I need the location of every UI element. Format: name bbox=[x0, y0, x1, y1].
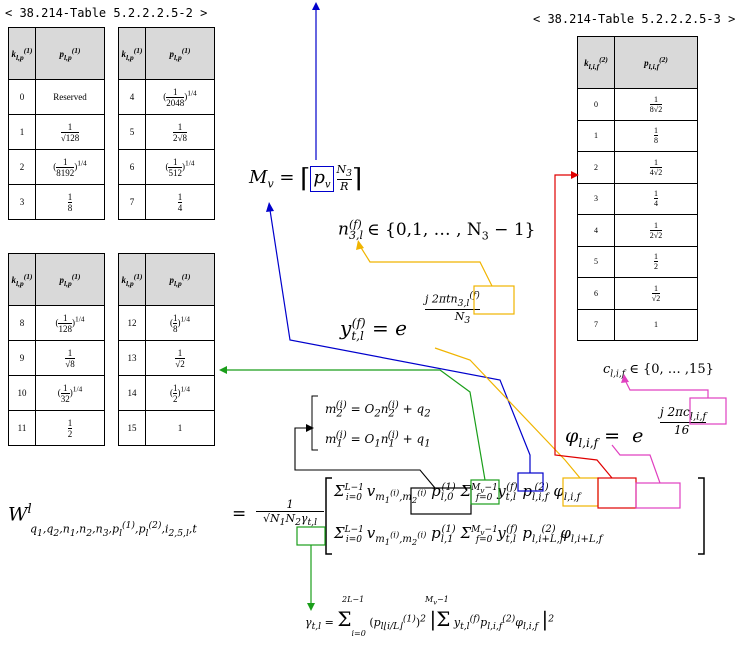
cell-k: 13 bbox=[118, 340, 146, 376]
box-y bbox=[562, 477, 599, 507]
arrow-blue-mv bbox=[269, 209, 531, 473]
header-k: kl,p(1) bbox=[118, 27, 146, 80]
header-p: pl,p(1) bbox=[35, 27, 105, 80]
eq-phi: φl,i,f = e bbox=[565, 425, 644, 450]
box-v-m bbox=[410, 487, 472, 515]
cell-k: 0 bbox=[8, 79, 36, 115]
header-p: pl,i,f(2) bbox=[614, 36, 698, 89]
header-p: pl,p(1) bbox=[145, 27, 215, 80]
box-mv bbox=[517, 472, 544, 492]
arrow-yellow-n3 bbox=[359, 245, 493, 287]
matrix-right-bracket bbox=[698, 477, 705, 555]
arrowhead-blue-mv bbox=[266, 202, 274, 212]
cell-p: 1√8 bbox=[35, 340, 105, 376]
left-table-caption: < 38.214-Table 5.2.2.2.5-2 > bbox=[5, 6, 208, 20]
arrowhead-black-m bbox=[306, 424, 314, 432]
arrowhead-green-p1 bbox=[219, 366, 227, 374]
eq-gamma: γt,l = Σi=0 (pl⌊i/L⌋(1))2 |Σ yt,l(f)pl,i… bbox=[305, 607, 555, 638]
arrowhead-red-p2 bbox=[571, 171, 579, 179]
matrix-left-bracket bbox=[325, 477, 332, 555]
box-p2 bbox=[597, 477, 637, 509]
cell-p: 1√128 bbox=[35, 114, 105, 150]
eq-gamma-limits-f: Mv−1 bbox=[425, 595, 449, 607]
arrow-black-m bbox=[294, 427, 436, 489]
box-c bbox=[689, 397, 727, 425]
box-phi bbox=[635, 482, 681, 509]
cell-k: 3 bbox=[577, 182, 615, 215]
arrowhead-green-gamma bbox=[307, 603, 315, 611]
box-gamma bbox=[296, 526, 326, 546]
arrow-magenta-c bbox=[624, 379, 709, 398]
cell-p: Reserved bbox=[35, 79, 105, 115]
arrow-yellow-y bbox=[434, 347, 581, 479]
eq-gamma-limits: 2L−1 bbox=[342, 595, 365, 604]
eq-w-row2: ΣL−1i=0 vm1(i),m2(i) pl,1(1) ΣMv−1f=0 yt… bbox=[334, 524, 603, 547]
eq-y: yt,l(f) = e bbox=[340, 316, 407, 343]
cell-p: 1 bbox=[614, 308, 698, 341]
right-table-caption: < 38.214-Table 5.2.2.2.5-3 > bbox=[533, 12, 736, 26]
header-k: kl,p(1) bbox=[8, 27, 36, 80]
cell-k: 15 bbox=[118, 410, 146, 446]
cell-k: 5 bbox=[577, 245, 615, 278]
arrowhead-yellow-n3 bbox=[356, 240, 364, 250]
header-k: kl,i,f(2) bbox=[577, 36, 615, 89]
arrowhead-magenta-c bbox=[621, 374, 629, 383]
cell-k: 10 bbox=[8, 375, 36, 411]
eq-c-range: cl,i,f ∈ {0, … ,15} bbox=[603, 362, 714, 380]
eq-w-normalizer: 1√N1N2γt,l bbox=[256, 498, 324, 528]
cell-k: 1 bbox=[577, 119, 615, 152]
cell-k: 2 bbox=[8, 149, 36, 185]
eq-w-subscript: q1,q2,n1,n2,n3,pl(1),pl(2),i2,5,l,t bbox=[30, 520, 197, 539]
cell-k: 14 bbox=[118, 375, 146, 411]
cell-k: 6 bbox=[118, 149, 146, 185]
cell-p: 1√2 bbox=[145, 340, 215, 376]
m-brace bbox=[311, 395, 318, 451]
eq-n3-range: n3,l(f) ∈ {0,1, … , N3 − 1} bbox=[338, 218, 536, 243]
eq-w-equals: = bbox=[232, 504, 247, 524]
eq-m1: m1(i) = O1n1(i) + q1 bbox=[325, 430, 431, 450]
cell-k: 3 bbox=[8, 184, 36, 220]
box-p1 bbox=[470, 479, 500, 505]
box-n3 bbox=[473, 285, 515, 315]
arrow-green-p1 bbox=[225, 369, 486, 481]
arrowhead-blue-up bbox=[312, 2, 320, 10]
eq-w-lhs: Wl bbox=[8, 502, 32, 526]
cell-k: 4 bbox=[118, 79, 146, 115]
header-k: kl,p(1) bbox=[118, 253, 146, 306]
cell-p: 1 bbox=[145, 410, 215, 446]
arrow-magenta-phi bbox=[611, 444, 661, 484]
eq-m2: m2(i) = O2n2(i) + q2 bbox=[325, 400, 431, 420]
header-p: pl,p(1) bbox=[35, 253, 105, 306]
arrow-red-p2 bbox=[554, 174, 613, 479]
cell-k: 8 bbox=[8, 305, 36, 341]
